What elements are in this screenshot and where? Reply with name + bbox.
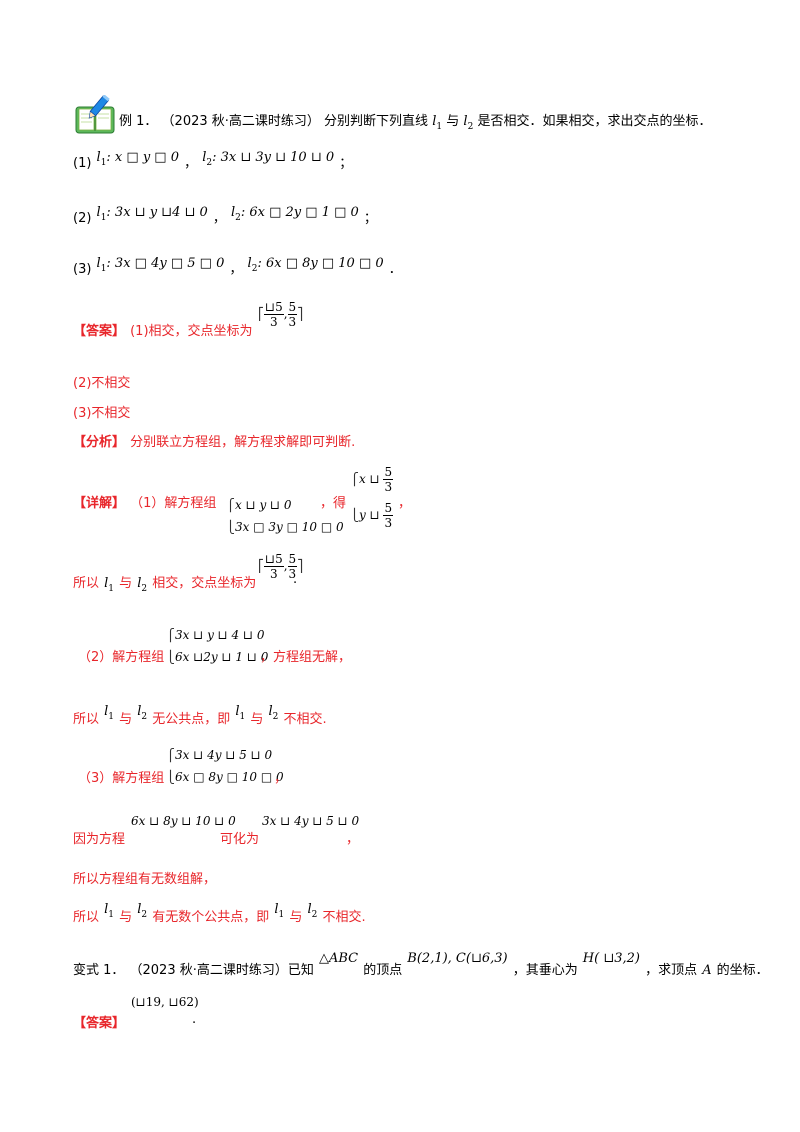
vertices-expr: B(2,1), C(⊔6,3) bbox=[407, 951, 508, 966]
variant-text: ，求顶点 bbox=[645, 963, 698, 978]
item-number: (2) bbox=[73, 211, 92, 226]
detail-text: ，方程组无解， bbox=[260, 650, 352, 665]
item-2: (2) l1: 3x ⊔ y ⊔4 ⊔ 0 ， l2: 6x □ 2y □ 1 … bbox=[73, 205, 377, 229]
variant-answer-tag: 【答案】 bbox=[73, 1016, 126, 1031]
detail-text: （2）解方程组 bbox=[78, 650, 165, 665]
detail-text: 所以 bbox=[73, 576, 100, 591]
question-text: 与 bbox=[446, 114, 460, 129]
detail-text: 与 bbox=[119, 712, 133, 727]
detail-text: （1）解方程组 bbox=[130, 496, 217, 511]
item-l2-eq: l2: 6x □ 2y □ 1 □ 0 bbox=[230, 205, 359, 223]
question-text: 分别判断下列直线 bbox=[324, 114, 429, 129]
analysis-tag: 【分析】 bbox=[73, 435, 126, 450]
answer-1-text: (1)相交，交点坐标为 bbox=[130, 324, 253, 339]
separator: ； bbox=[363, 211, 377, 226]
example-source: （2023 秋·高二课时练习） bbox=[161, 114, 320, 129]
variant-text: ，其垂心为 bbox=[512, 963, 578, 978]
detail-text: 与 bbox=[119, 910, 133, 925]
detail-line-1: 【详解】 （1）解方程组 bbox=[73, 492, 216, 511]
example-question: 例 1． （2023 秋·高二课时练习） 分别判断下列直线 l1 与 l2 是否… bbox=[119, 110, 711, 132]
variant-source: （2023 秋·高二课时练习）已知 bbox=[129, 963, 314, 978]
detail-text: 有无数个公共点，即 bbox=[152, 910, 270, 925]
detail-text: ， bbox=[346, 832, 360, 847]
l2-symbol: l2 bbox=[307, 902, 318, 920]
triangle-symbol: △ABC bbox=[318, 951, 359, 966]
answer-tag: 【答案】 bbox=[73, 324, 126, 339]
detail-equation: 6x ⊔ 8y ⊔ 10 ⊔ 0 bbox=[131, 814, 236, 828]
item-l1-eq: l1: x □ y □ 0 bbox=[96, 150, 179, 168]
detail-text: 因为方程 bbox=[73, 832, 126, 847]
answer-3-text: (3)不相交 bbox=[73, 406, 131, 421]
l2-symbol: l2 bbox=[463, 114, 474, 132]
detail-text: 不相交. bbox=[283, 712, 327, 727]
item-l1-eq: l1: 3x ⊔ y ⊔4 ⊔ 0 bbox=[96, 205, 208, 223]
variant-question: 变式 1． （2023 秋·高二课时练习）已知 △ABC 的顶点 B(2,1),… bbox=[73, 951, 769, 978]
detail-line-8: 所以 l1 与 l2 有无数个公共点，即 l1 与 l2 不相交. bbox=[73, 902, 366, 928]
variant-answer: 【答案】 bbox=[73, 1012, 125, 1031]
l1-symbol: l1 bbox=[274, 902, 285, 920]
l1-symbol: l1 bbox=[432, 114, 443, 132]
detail-text: 无公共点，即 bbox=[152, 712, 231, 727]
item-number: (1) bbox=[73, 156, 92, 171]
point-a-symbol: A bbox=[702, 963, 712, 978]
separator: ； bbox=[339, 156, 353, 171]
detail-text: 所以 bbox=[73, 910, 100, 925]
detail-text: 相交，交点坐标为 bbox=[152, 576, 257, 591]
l1-symbol: l1 bbox=[104, 576, 115, 594]
detail-3-system: ⎧3x ⊔ y ⊔ 4 ⊔ 0 ⎩6x ⊔2y ⊔ 1 ⊔ 0 bbox=[166, 628, 269, 664]
l2-symbol: l2 bbox=[137, 704, 148, 722]
variant-text: 的坐标． bbox=[716, 963, 769, 978]
l2-symbol: l2 bbox=[137, 902, 148, 920]
separator: ， bbox=[229, 262, 243, 277]
l1-symbol: l1 bbox=[104, 902, 115, 920]
detail-text: ， bbox=[398, 496, 412, 511]
detail-text: 与 bbox=[289, 910, 303, 925]
item-l2-eq: l2: 3x ⊔ 3y ⊔ 10 ⊔ 0 bbox=[202, 150, 335, 168]
answer-2-text: (2)不相交 bbox=[73, 376, 131, 391]
l2-symbol: l2 bbox=[137, 576, 148, 594]
detail-text: （3）解方程组 bbox=[78, 771, 165, 786]
variant-text: 的顶点 bbox=[363, 963, 403, 978]
analysis-line: 【分析】 分别联立方程组，解方程求解即可判断. bbox=[73, 431, 355, 450]
detail-1-system: ⎧x ⊔ y ⊔ 0 ⎩3x □ 3y □ 10 □ 0 bbox=[226, 498, 344, 534]
detail-text: ，得 bbox=[320, 496, 347, 511]
question-text: 是否相交．如果相交，求出交点的坐标． bbox=[477, 114, 712, 129]
l1-symbol: l1 bbox=[104, 704, 115, 722]
detail-tag: 【详解】 bbox=[73, 496, 126, 511]
detail-line-4: 所以 l1 与 l2 无公共点，即 l1 与 l2 不相交. bbox=[73, 704, 327, 730]
book-pencil-icon bbox=[74, 94, 118, 135]
detail-text: 不相交. bbox=[322, 910, 366, 925]
separator: ． bbox=[388, 262, 402, 277]
separator: ， bbox=[212, 211, 226, 226]
item-3: (3) l1: 3x □ 4y □ 5 □ 0 ， l2: 6x □ 8y □ … bbox=[73, 256, 402, 280]
detail-line-2: 所以 l1 与 l2 相交，交点坐标为 bbox=[73, 572, 256, 594]
detail-text: 与 bbox=[119, 576, 133, 591]
detail-text: 与 bbox=[250, 712, 264, 727]
variant-answer-end: . bbox=[192, 1012, 197, 1027]
item-l1-eq: l1: 3x □ 4y □ 5 □ 0 bbox=[96, 256, 225, 274]
example-label: 例 1． bbox=[119, 114, 158, 129]
item-1: (1) l1: x □ y □ 0 ， l2: 3x ⊔ 3y ⊔ 10 ⊔ 0… bbox=[73, 150, 353, 174]
variant-answer-value: (⊔19, ⊔62) bbox=[131, 995, 199, 1009]
l2-symbol: l2 bbox=[268, 704, 279, 722]
l1-symbol: l1 bbox=[235, 704, 246, 722]
analysis-text: 分别联立方程组，解方程求解即可判断. bbox=[130, 435, 356, 450]
item-number: (3) bbox=[73, 262, 92, 277]
detail-text: 可化为 bbox=[220, 832, 260, 847]
detail-5-system: ⎧3x ⊔ 4y ⊔ 5 ⊔ 0 ⎩6x □ 8y □ 10 □ 0 bbox=[166, 748, 284, 784]
variant-label: 变式 1． bbox=[73, 963, 125, 978]
item-l2-eq: l2: 6x □ 8y □ 10 □ 0 bbox=[247, 256, 384, 274]
orthocenter-expr: H( ⊔3,2) bbox=[582, 951, 640, 966]
detail-text: ， bbox=[274, 771, 288, 786]
detail-text: 所以 bbox=[73, 712, 100, 727]
separator: ， bbox=[184, 156, 198, 171]
detail-equation: 3x ⊔ 4y ⊔ 5 ⊔ 0 bbox=[262, 814, 360, 828]
detail-text: 所以方程组有无数组解， bbox=[73, 872, 217, 887]
answer-line-1: 【答案】 (1)相交，交点坐标为 bbox=[73, 320, 253, 339]
detail-text: . bbox=[293, 572, 298, 587]
